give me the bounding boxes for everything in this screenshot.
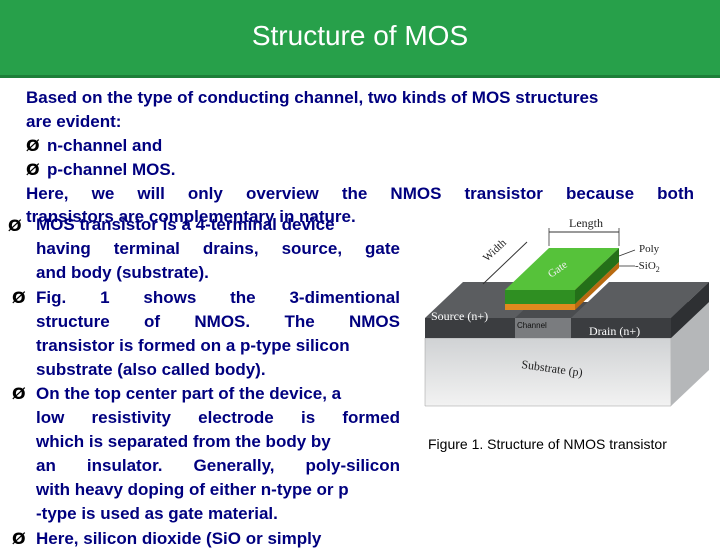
drain-region <box>571 318 671 338</box>
body-line-9: low resistivity electrode is formed <box>36 408 400 427</box>
nmos-structure-figure: Width Length Gate Poly -SiO2 Source (n+)… <box>424 216 709 407</box>
body-line-14: Here, silicon dioxide (SiO or simply <box>36 529 322 548</box>
body-line-13: -type is used as gate material. <box>36 504 278 523</box>
intro-line-2: are evident: <box>26 112 122 131</box>
source-region <box>425 318 515 338</box>
title-bar: Structure of MOS <box>0 0 720 78</box>
figure-caption: Figure 1. Structure of NMOS transistor <box>428 436 667 452</box>
bullet-arrow-icon: Ø <box>12 529 26 548</box>
oxide-layer <box>505 304 575 310</box>
channel-region <box>515 318 571 338</box>
body-line-1: MOS transistor is a 4-terminal device <box>36 215 335 234</box>
bullet-arrow-icon: Ø <box>8 216 22 235</box>
body-line-11: an insulator. Generally, poly-silicon <box>36 456 400 475</box>
bullet-arrow-icon: Ø <box>26 136 40 155</box>
body-line-3: and body (substrate). <box>36 263 209 282</box>
intro-item-p-channel: p-channel MOS. <box>47 160 176 179</box>
sio2-label: -SiO2 <box>635 260 660 274</box>
intro-line-1: Based on the type of conducting channel,… <box>26 88 599 107</box>
body-line-6: transistor is formed on a p-type silicon <box>36 336 350 355</box>
body-line-8: On the top center part of the device, a <box>36 384 342 403</box>
poly-label: Poly <box>639 243 660 255</box>
body-line-4: Fig. 1 shows the 3-dimentional <box>36 288 400 307</box>
intro-line-3: Here, we will only overview the NMOS tra… <box>26 184 694 203</box>
bullet-arrow-icon: Ø <box>12 288 26 307</box>
body-line-12: with heavy doping of either n-type or p <box>36 480 349 499</box>
body-line-10: which is separated from the body by <box>36 432 331 451</box>
source-label: Source (n+) <box>431 309 488 323</box>
body-line-2: having terminal drains, source, gate <box>36 239 400 258</box>
gate-block <box>505 290 575 304</box>
bullet-arrow-icon: Ø <box>26 160 40 179</box>
intro-item-n-channel: n-channel and <box>47 136 163 155</box>
slide-title: Structure of MOS <box>251 20 469 51</box>
substrate-side-face <box>671 302 709 406</box>
length-label: Length <box>569 216 603 230</box>
intro-line-4: transistors are complementary in nature. <box>26 207 356 226</box>
body-line-7: substrate (also called body). <box>36 360 266 379</box>
width-label: Width <box>481 237 509 265</box>
bullet-arrow-icon: Ø <box>12 384 26 403</box>
channel-label: Channel <box>517 321 547 330</box>
drain-label: Drain (n+) <box>589 324 640 338</box>
body-line-5: structure of NMOS. The NMOS <box>36 312 400 331</box>
